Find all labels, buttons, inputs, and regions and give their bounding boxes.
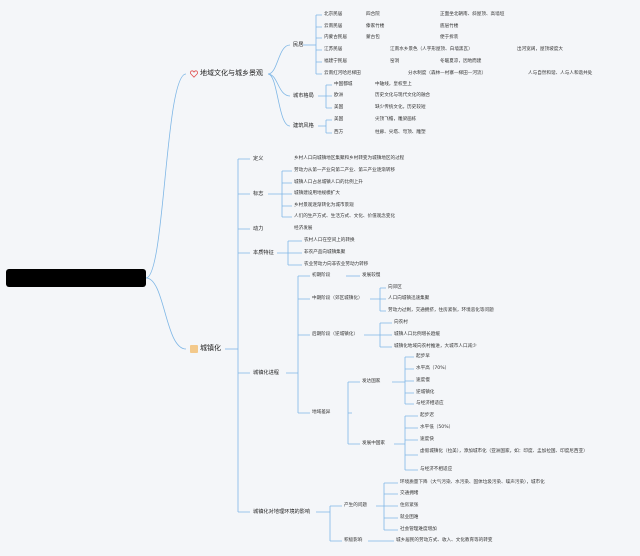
minju-name-0: 北京民居 <box>324 12 343 17</box>
arch-desc-1: 柱廊、尖塔、穹顶、雕塑 <box>375 130 426 135</box>
arch-name-0: 美国 <box>334 117 344 122</box>
problem-item-0: 环境质量下降（大气污染、水污染、固体垃圾污染、噪声污染），城市化 <box>400 480 545 485</box>
minju-desc-0: 正面坐北朝南、斜屋顶、高墙垣 <box>440 12 505 17</box>
initial-text: 发展较慢 <box>362 273 381 278</box>
developing-item-0: 起步迟 <box>420 413 434 418</box>
heart-icon <box>190 70 198 78</box>
minju-name-4: 福建宁民居 <box>324 59 347 64</box>
city-desc-0: 中轴线，皇权至上 <box>375 82 412 87</box>
minju-name-5: 云南红河哈尼梯田 <box>324 71 361 76</box>
indicator-item-2: 城镇建设用地规模扩大 <box>294 191 340 196</box>
initial-stage[interactable]: 初期阶段 <box>312 273 331 278</box>
problems-node[interactable]: 产生的问题 <box>344 503 367 508</box>
minju-node[interactable]: 民居 <box>293 42 304 48</box>
essence-node[interactable]: 本质特征 <box>253 250 274 256</box>
definition-text: 乡村人口向城镇地区集聚和乡村转变为城镇地区的过程 <box>294 156 405 161</box>
arch-name-1: 西方 <box>334 130 344 135</box>
minju-desc-2: 便于拆装 <box>440 35 459 40</box>
city-name-0: 中国都城 <box>334 82 353 87</box>
problem-item-1: 交通拥堵 <box>400 491 419 496</box>
urban-node[interactable]: 城镇化 <box>200 344 221 352</box>
developing-item-4: 与经济不相适应 <box>420 467 453 472</box>
minju-desc-5: 人与自然和谐、人与人和谐共处 <box>528 71 593 76</box>
root-node-redacted[interactable] <box>6 269 146 287</box>
indicator-item-1: 城镇人口占总城镇人口的比例上升 <box>294 180 363 185</box>
minju-desc-4: 冬暖夏凉，因地而建 <box>440 59 482 64</box>
minju-type-2: 蒙古包 <box>366 35 380 40</box>
minju-name-1: 云南民居 <box>324 24 343 29</box>
indicator-node[interactable]: 标志 <box>253 191 264 197</box>
middle-item-2: 劳动力过剩，交通拥挤，住房紧张，环境恶化等问题 <box>388 308 494 313</box>
problem-item-4: 社会管理难度增加 <box>400 527 437 532</box>
definition-node[interactable]: 定义 <box>253 156 264 162</box>
minju-name-2: 内蒙古民居 <box>324 35 347 40</box>
minju-name-3: 江苏民居 <box>324 47 343 52</box>
culture-node[interactable]: 地域文化与城乡景观 <box>200 69 263 77</box>
square-icon <box>190 345 198 353</box>
middle-item-1: 人口向城镇迅速集聚 <box>388 296 430 301</box>
developed-item-1: 水平高（70%） <box>416 366 450 371</box>
developing-item-1: 水平低（50%） <box>420 425 454 430</box>
essence-item-1: 非农产品向城镇集聚 <box>304 250 346 255</box>
difference-node[interactable]: 地域差异 <box>312 410 331 415</box>
late-item-1: 城镇人口比例增长趋缓 <box>394 332 440 337</box>
city-name-2: 美国 <box>334 105 344 110</box>
indicator-item-4: 人们的生产方式、生活方式、文化、价值观念变化 <box>294 214 396 219</box>
city-node[interactable]: 城市格局 <box>293 93 314 99</box>
essence-item-0: 农村人口在空间上的转换 <box>304 238 355 243</box>
developed-item-2: 速度慢 <box>416 378 430 383</box>
city-desc-2: 缺少传统文化，历史较短 <box>375 105 426 110</box>
essence-item-2: 农业劳动力向非农业劳动力转移 <box>304 262 369 267</box>
city-desc-1: 历史文化与现代文化的融合 <box>375 93 431 98</box>
arch-desc-0: 尖顶飞檐，雕梁画栋 <box>375 117 417 122</box>
power-node[interactable]: 动力 <box>253 226 264 232</box>
positive-node[interactable]: 积极影响 <box>344 538 363 543</box>
power-text: 经济发展 <box>294 226 313 231</box>
minju-type-0: 四合院 <box>366 12 380 17</box>
minju-type-1: 傣家竹楼 <box>366 24 385 29</box>
indicator-item-0: 劳动力从第一产业向第二产业、第三产业逐渐转移 <box>294 168 396 173</box>
minju-desc-3: 出河宽阔，屋顶坡度大 <box>517 47 563 52</box>
minju-desc-1: 底层竹楼 <box>440 24 459 29</box>
city-name-1: 欧洲 <box>334 93 344 98</box>
middle-stage[interactable]: 中期阶段（郊区城镇化） <box>312 296 363 301</box>
late-stage[interactable]: 后期阶段（逆城镇化） <box>312 332 358 337</box>
problem-item-3: 就业困难 <box>400 515 419 520</box>
problem-item-2: 住房紧张 <box>400 503 419 508</box>
developing-node[interactable]: 发展中国家 <box>362 441 385 446</box>
minju-type-5: 分水制度（森林—村寨—梯田—河流） <box>408 71 487 76</box>
late-item-2: 城镇化地域向农村推进，大城市人口减少 <box>394 344 477 349</box>
minju-type-3: 江南水乡景色（人字形屋顶、白墙黑瓦） <box>390 47 473 52</box>
developed-item-0: 起步早 <box>416 354 430 359</box>
late-item-0: 向农村 <box>394 320 408 325</box>
developed-item-3: 逆城镇化 <box>416 390 435 395</box>
developing-item-2: 速度快 <box>420 437 434 442</box>
indicator-item-3: 乡村景观逐渐转化为城市景观 <box>294 203 354 208</box>
impact-node[interactable]: 城镇化对地理环境的影响 <box>253 509 311 515</box>
developed-item-4: 与经济相适应 <box>416 401 444 406</box>
positive-text: 城乡居民的劳动方式、收入、文化教育等的转变 <box>396 538 493 543</box>
middle-item-0: 向郊区 <box>388 285 402 290</box>
arch-node[interactable]: 建筑风格 <box>293 123 314 129</box>
process-node[interactable]: 城镇化进程 <box>253 370 279 376</box>
developing-item-3: 虚假城镇化（拉美），添加城市化（亚洲国家，如：印度、孟加拉国、印度尼西亚） <box>420 449 588 454</box>
minju-type-4: 窑洞 <box>390 59 400 64</box>
developed-node[interactable]: 发达国家 <box>362 379 381 384</box>
